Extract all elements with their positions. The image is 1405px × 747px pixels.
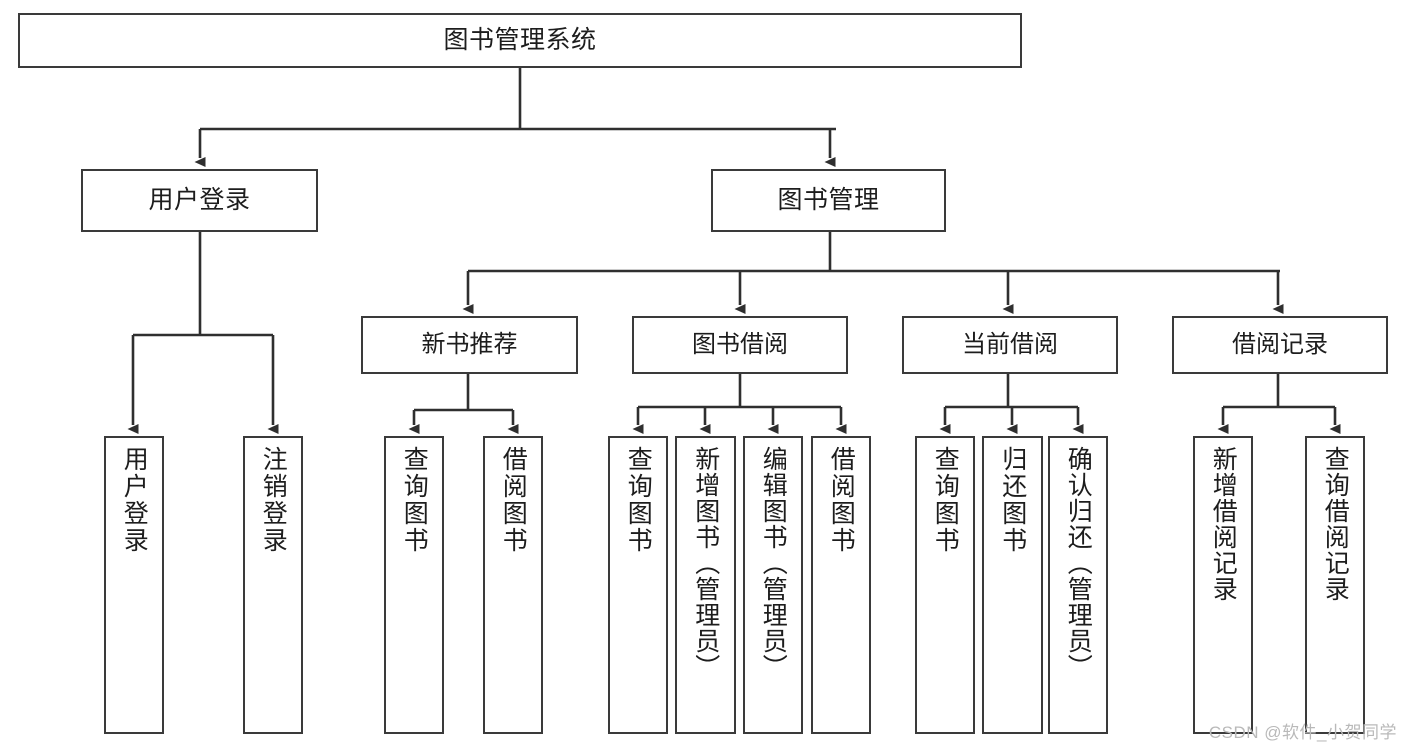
leaf-book-borrow-borrow-book[interactable]: 借阅图书 (811, 436, 871, 734)
node-label: 图书管理 (777, 186, 880, 214)
leaf-borrow-record-query-record[interactable]: 查询借阅记录 (1305, 436, 1365, 734)
node-label: 新增图书（管理员） (691, 446, 720, 680)
node-label: 借阅图书 (827, 446, 856, 554)
node-label: 新增借阅记录 (1209, 446, 1238, 602)
node-label: 用户登录 (148, 186, 251, 214)
node-label: 图书借阅 (692, 331, 788, 358)
node-book-management[interactable]: 图书管理 (711, 169, 946, 232)
leaf-borrow-record-add-record[interactable]: 新增借阅记录 (1193, 436, 1253, 734)
leaf-current-borrow-confirm-return-admin[interactable]: 确认归还（管理员） (1048, 436, 1108, 734)
node-new-book-recommendation[interactable]: 新书推荐 (361, 316, 578, 374)
node-label: 查询借阅记录 (1321, 446, 1350, 602)
leaf-book-borrow-query-book[interactable]: 查询图书 (608, 436, 668, 734)
node-label: 注销登录 (259, 446, 288, 554)
node-label: 确认归还（管理员） (1064, 446, 1093, 680)
leaf-new-book-query-book[interactable]: 查询图书 (384, 436, 444, 734)
leaf-user-login-logout[interactable]: 注销登录 (243, 436, 303, 734)
csdn-watermark: CSDN @软件_小贺同学 (1208, 723, 1397, 742)
node-label: 编辑图书（管理员） (759, 446, 788, 680)
node-borrowing-record[interactable]: 借阅记录 (1172, 316, 1388, 374)
leaf-book-borrow-edit-book-admin[interactable]: 编辑图书（管理员） (743, 436, 803, 734)
leaf-book-borrow-add-book-admin[interactable]: 新增图书（管理员） (675, 436, 736, 734)
node-label: 查询图书 (624, 446, 653, 554)
node-label: 当前借阅 (962, 331, 1058, 358)
node-label: 借阅图书 (499, 446, 528, 554)
leaf-current-borrow-query-book[interactable]: 查询图书 (915, 436, 975, 734)
node-book-borrowing[interactable]: 图书借阅 (632, 316, 848, 374)
leaf-current-borrow-return-book[interactable]: 归还图书 (982, 436, 1043, 734)
leaf-user-login-login[interactable]: 用户登录 (104, 436, 164, 734)
node-label: 归还图书 (998, 446, 1027, 554)
node-label: 新书推荐 (421, 331, 518, 358)
node-label: 借阅记录 (1232, 331, 1328, 358)
node-label: 图书管理系统 (443, 26, 597, 54)
node-label: 用户登录 (120, 446, 149, 554)
node-current-borrowing[interactable]: 当前借阅 (902, 316, 1118, 374)
node-label: 查询图书 (400, 446, 429, 554)
node-label: 查询图书 (931, 446, 960, 554)
leaf-new-book-borrow-book[interactable]: 借阅图书 (483, 436, 543, 734)
node-root-book-management-system[interactable]: 图书管理系统 (18, 13, 1022, 68)
node-user-login[interactable]: 用户登录 (81, 169, 318, 232)
